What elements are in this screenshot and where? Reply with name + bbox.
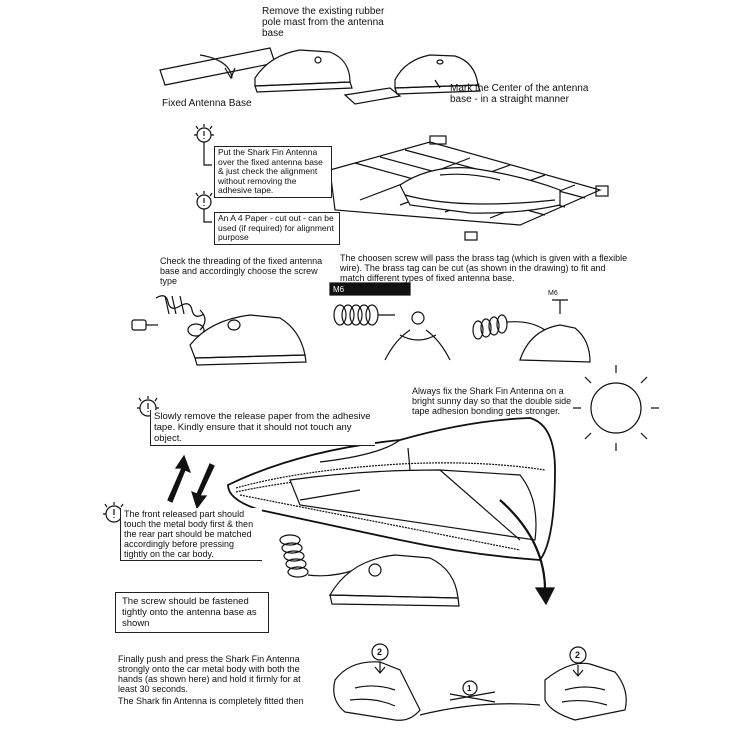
screw-fasten-note: The screw should be fastened tightly ont…	[115, 592, 269, 633]
fitted-label: The Shark fin Antenna is completely fitt…	[118, 696, 304, 706]
warning-icon	[194, 124, 214, 166]
remove-mast-label: Remove the existing rubber pole mast fro…	[262, 6, 385, 39]
m5-label: M6	[548, 290, 558, 297]
coil-wire-step4	[279, 534, 356, 578]
rubber-mast-drawing	[159, 47, 353, 93]
base-with-mark	[343, 54, 481, 105]
put-fin-note: Put the Shark Fin Antenna over the fixed…	[214, 146, 332, 198]
screw-text-label: The choosen screw will pass the brass ta…	[340, 253, 628, 283]
badge-1-text: 1	[467, 684, 472, 693]
m6-label-bar	[329, 282, 411, 296]
alignment-grid	[329, 135, 609, 241]
release-paper-note: Slowly remove the release paper from the…	[150, 410, 375, 446]
curved-arrow-head	[534, 587, 555, 606]
badge-2b-text: 2	[575, 650, 581, 660]
step-badge-2a	[371, 643, 389, 674]
a4-paper-note: An A 4 Paper - cut out - can be used (if…	[214, 212, 340, 245]
arrow-up-icon	[167, 454, 192, 503]
front-part-note: The front released part should touch the…	[120, 508, 262, 561]
curved-arrow-icon	[499, 499, 547, 591]
press-label: Finally push and press the Shark Fin Ant…	[118, 654, 301, 694]
step-badge-1	[462, 680, 478, 696]
step-badge-2b	[569, 646, 587, 677]
m6-label: M6	[333, 285, 345, 294]
mark-center-label: Mark the Center of the antenna base - in…	[450, 83, 589, 105]
warning-icon	[137, 396, 159, 417]
coil-and-base-drawing	[472, 299, 591, 363]
fixed-base-label: Fixed Antenna Base	[162, 98, 252, 109]
base-drawing-2	[189, 314, 307, 366]
check-thread-label: Check the threading of the fixed antenna…	[160, 256, 323, 286]
antenna-base-step4	[328, 554, 460, 607]
badge-2a-text: 2	[377, 647, 383, 657]
hands-pressing-drawing	[333, 661, 627, 721]
brass-tag-cutter	[384, 311, 451, 361]
sunny-day-label: Always fix the Shark Fin Antenna on a br…	[412, 386, 572, 416]
coil-spring-drawing	[333, 304, 395, 326]
coil-wire-drawing	[131, 295, 206, 337]
warning-icon	[195, 191, 213, 223]
sun-icon	[573, 365, 659, 451]
arrow-down-icon	[191, 463, 215, 510]
